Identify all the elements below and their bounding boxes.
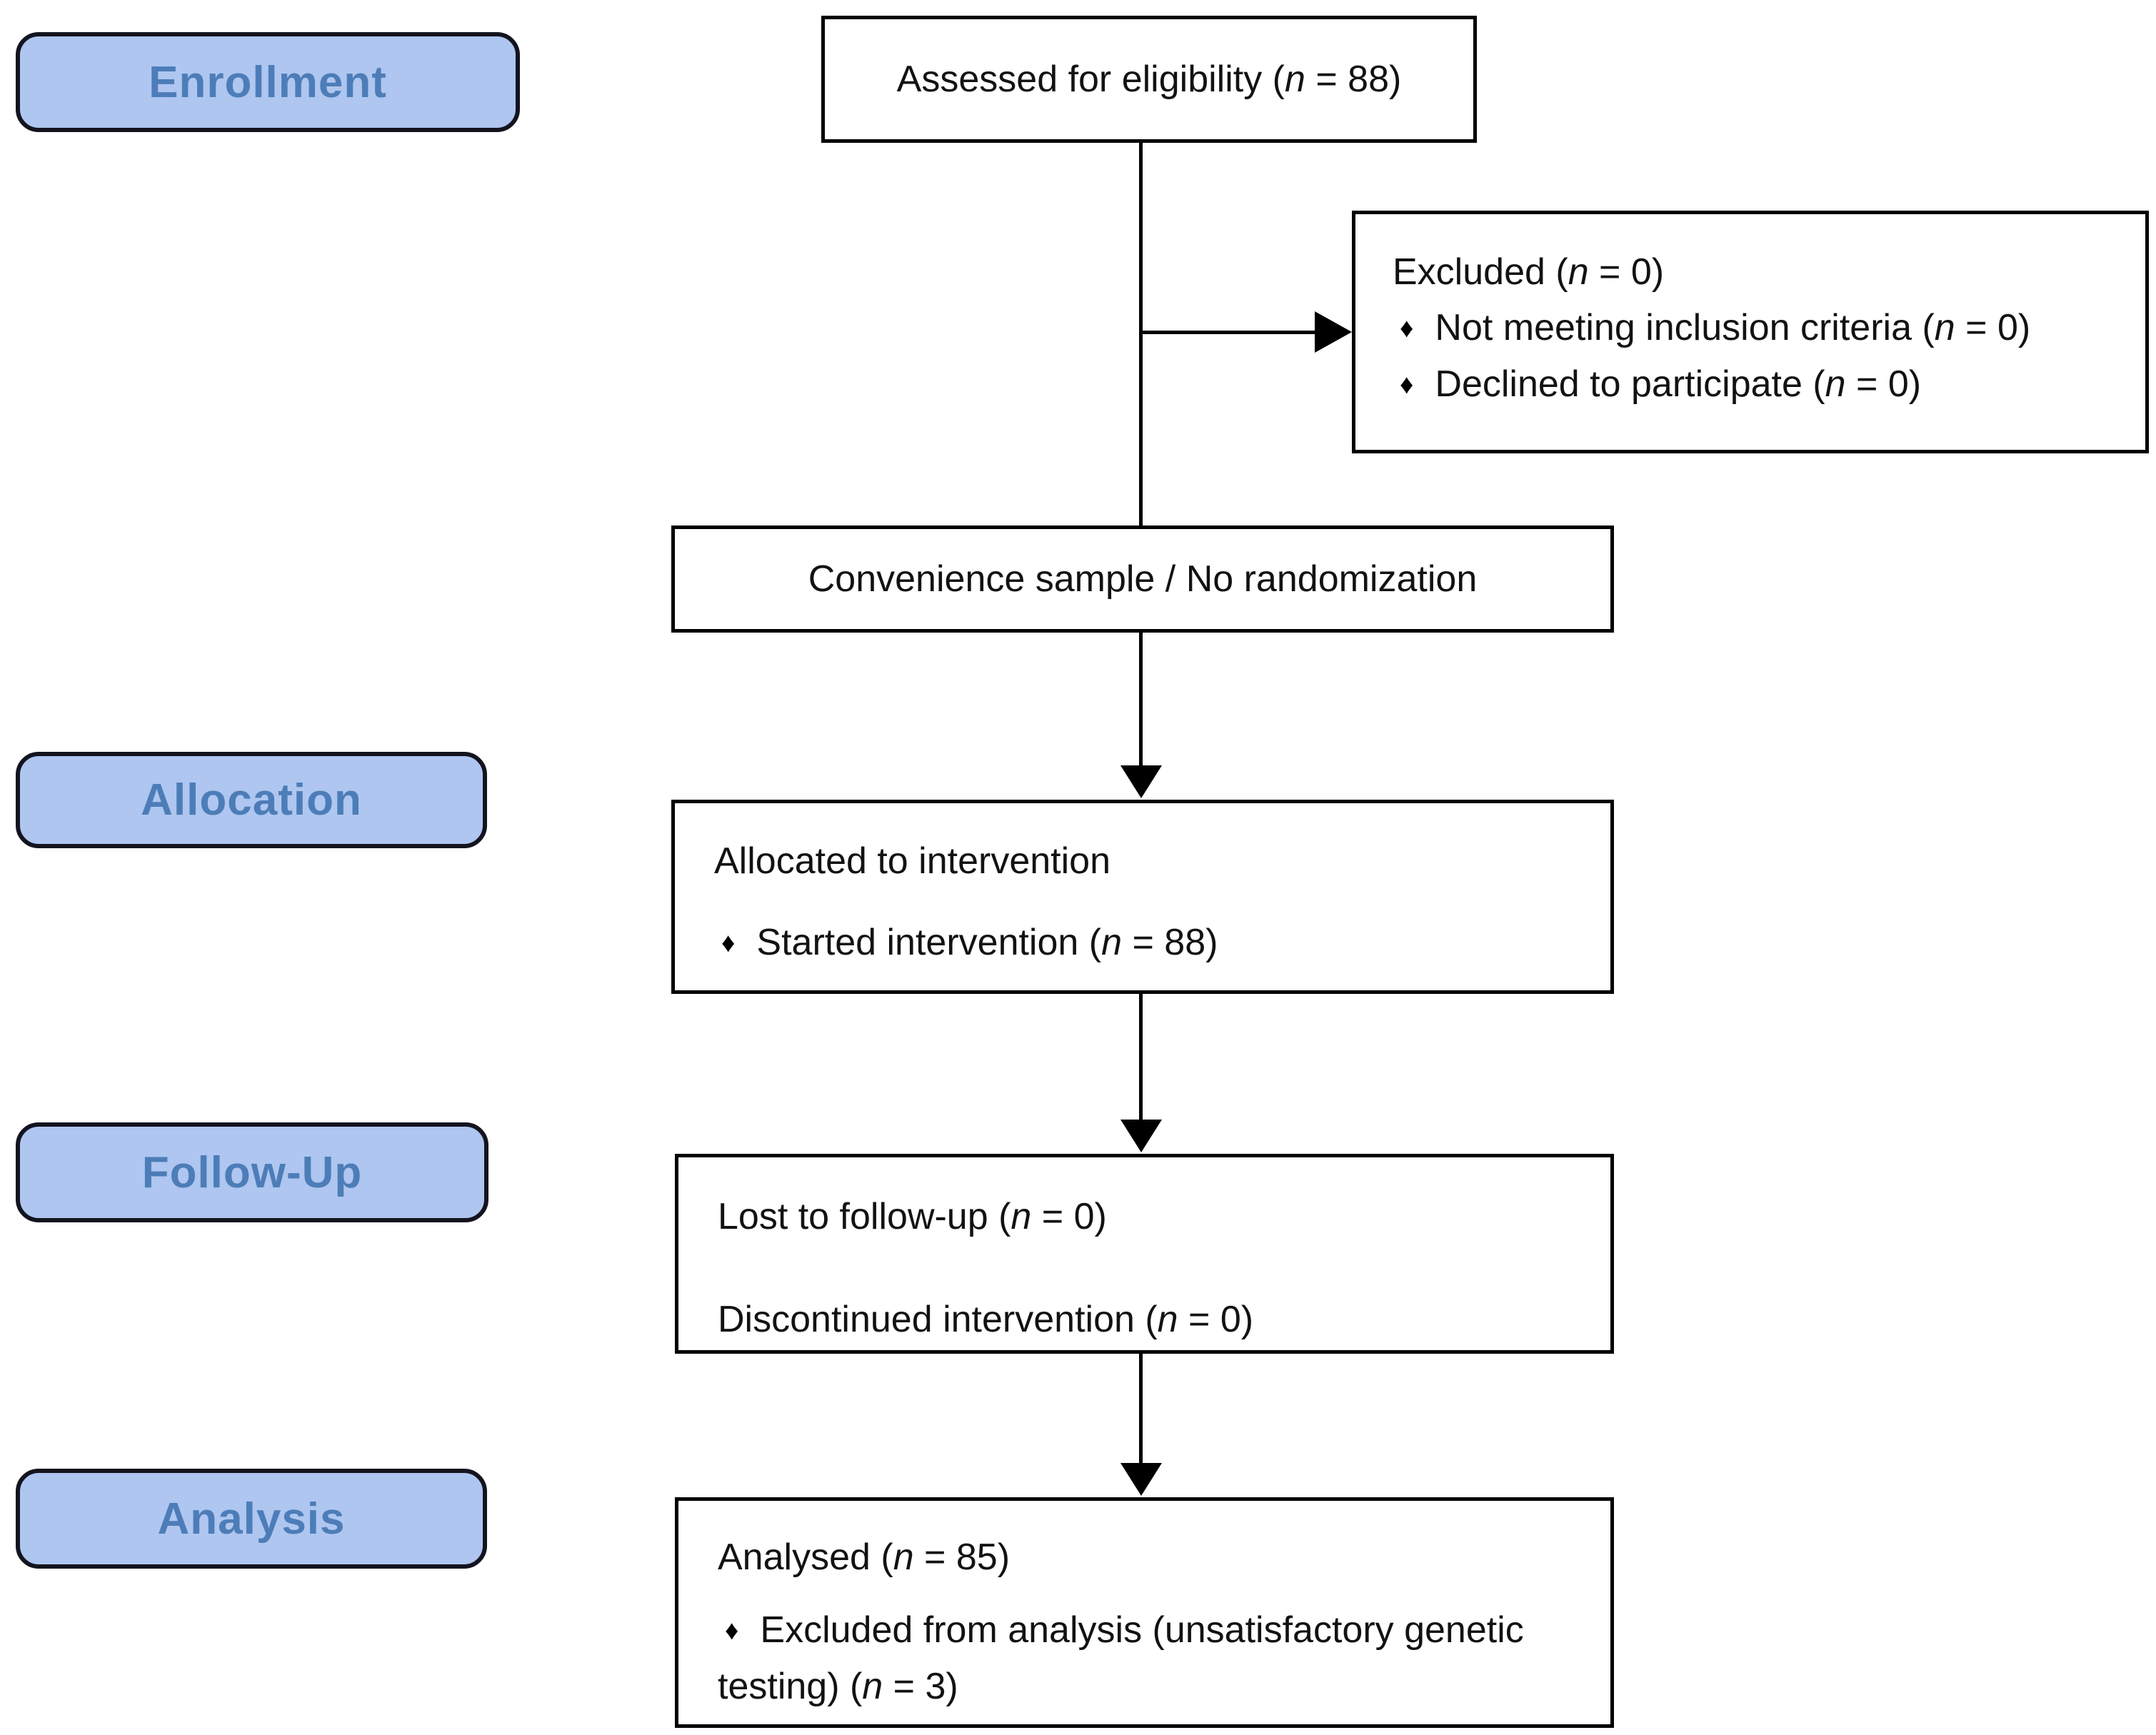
excluded-bullet-2-text: Declined to participate (n = 0) <box>1435 363 1922 405</box>
stage-label-followup: Follow-Up <box>16 1122 488 1222</box>
arrowhead-down-icon <box>1120 1120 1162 1152</box>
excluded-bullet-1-text: Not meeting inclusion criteria (n = 0) <box>1435 307 2031 348</box>
stage-label-allocation-text: Allocation <box>141 775 362 825</box>
followup-line-2: Discontinued intervention (n = 0) <box>718 1299 1254 1340</box>
bullet-diamond-icon: ♦ <box>1400 313 1414 343</box>
flow-line-branch-to-excluded <box>1141 331 1318 334</box>
flow-line-followup-to-analysis <box>1139 1352 1143 1468</box>
stage-label-followup-text: Follow-Up <box>141 1147 363 1197</box>
randomization-text: Convenience sample / No randomization <box>808 558 1478 600</box>
assessed-box: Assessed for eligibility (n = 88) <box>821 16 1477 143</box>
stage-label-enrollment: Enrollment <box>16 32 520 132</box>
bullet-diamond-icon: ♦ <box>721 928 736 958</box>
randomization-box: Convenience sample / No randomization <box>671 525 1614 633</box>
assessed-text: Assessed for eligibility (n = 88) <box>896 59 1402 100</box>
arrowhead-down-icon <box>1120 1463 1162 1496</box>
stage-label-analysis-text: Analysis <box>157 1494 346 1544</box>
flow-line-randomization-to-allocation <box>1139 631 1143 771</box>
analysis-bullet-1: ♦Excluded from analysis (unsatisfactory … <box>718 1602 1525 1714</box>
allocation-bullet-1-text: Started intervention (n = 88) <box>756 922 1218 963</box>
excluded-bullet-1: ♦ Not meeting inclusion criteria (n = 0) <box>1393 300 2124 356</box>
stage-label-enrollment-text: Enrollment <box>149 57 387 107</box>
stage-label-allocation: Allocation <box>16 752 487 848</box>
excluded-box: Excluded (n = 0) ♦ Not meeting inclusion … <box>1352 211 2149 453</box>
arrowhead-right-icon <box>1315 311 1352 353</box>
analysis-bullet-1-text: Excluded from analysis (unsatisfactory g… <box>718 1609 1524 1707</box>
allocation-box: Allocated to intervention ♦ Started inter… <box>671 800 1614 994</box>
stage-label-analysis: Analysis <box>16 1469 487 1569</box>
followup-line-1: Lost to follow-up (n = 0) <box>718 1196 1107 1237</box>
bullet-diamond-icon: ♦ <box>1400 370 1414 400</box>
flow-line-allocation-to-followup <box>1139 992 1143 1125</box>
followup-box: Lost to follow-up (n = 0) Discontinued i… <box>675 1154 1614 1354</box>
analysis-box: Analysed (n = 85) ♦Excluded from analysi… <box>675 1497 1614 1728</box>
flow-line-assessed-to-randomization <box>1139 141 1143 527</box>
analysis-title: Analysed (n = 85) <box>718 1537 1011 1578</box>
allocation-bullet-1: ♦ Started intervention (n = 88) <box>714 915 1589 971</box>
excluded-bullet-2: ♦ Declined to participate (n = 0) <box>1393 356 2124 413</box>
excluded-title: Excluded (n = 0) <box>1393 251 1665 293</box>
arrowhead-down-icon <box>1120 765 1162 798</box>
bullet-diamond-icon: ♦ <box>725 1616 739 1646</box>
allocation-title: Allocated to intervention <box>714 840 1111 882</box>
